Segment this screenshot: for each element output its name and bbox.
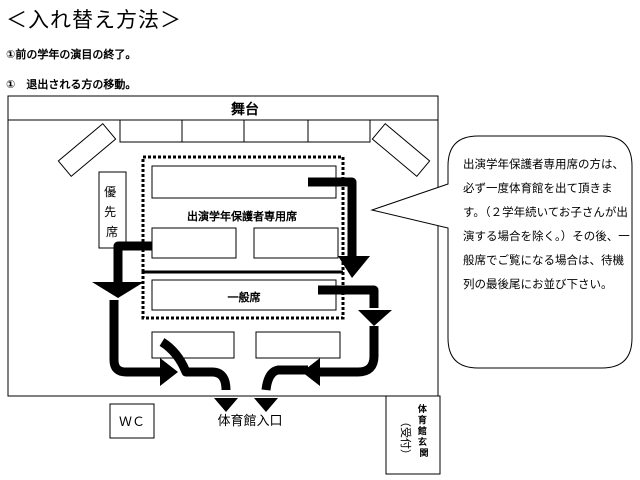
arrowhead-general-right: [358, 310, 392, 326]
stage-label: 舞台: [231, 101, 259, 118]
arrowhead-center-left: [214, 398, 238, 412]
stand-right: [371, 122, 431, 178]
seat-block-rear-right: [255, 331, 341, 359]
seat-block-right-2: [253, 227, 339, 259]
step-intro-text: ①前の学年の演目の終了。: [6, 48, 137, 61]
arrow-general-right-path: [318, 285, 379, 308]
stage-step-3: [243, 119, 309, 143]
page-title: ＜入れ替え方法＞: [6, 8, 182, 32]
performer-area-label: 出演学年保護者専用席: [187, 209, 297, 223]
seat-block-front: [151, 165, 337, 199]
arrowhead-right-loop: [302, 358, 320, 386]
callout-bubble: [370, 135, 633, 369]
seat-block-general: [151, 279, 337, 311]
arrow-center-right-path: [261, 365, 308, 391]
stage-step-4: [307, 119, 371, 143]
reception-label: （受付）: [399, 416, 412, 460]
reception-box: [385, 395, 441, 475]
priority-seat-box: [98, 171, 127, 249]
arrowhead-center-right: [254, 398, 278, 412]
arrow-left-loop-path: [109, 300, 162, 377]
entrance-label: 体育館入口: [217, 413, 282, 429]
priority-seat-label: 優 先 席: [104, 185, 120, 239]
general-area-label: 一般席: [228, 290, 261, 304]
arrowhead-left-loop: [160, 358, 178, 386]
stage-step-1: [119, 119, 183, 143]
arrow-right-loop-path: [318, 326, 379, 377]
arrow-center-left-path: [159, 338, 231, 391]
step-move-text: ① 退出される方の移動。: [6, 78, 137, 91]
arrowhead-right-front: [338, 256, 370, 278]
stage: [7, 95, 439, 121]
stage-step-2: [181, 119, 245, 143]
arrow-heads: [92, 256, 392, 412]
stand-left: [57, 122, 117, 178]
arrowhead-left-front: [92, 282, 144, 298]
arrow-left-front-path: [113, 241, 152, 282]
arrow-right-front-path: [308, 177, 357, 258]
general-area-border: [141, 270, 345, 320]
seat-block-left-2: [151, 227, 237, 259]
exit-arrows: [109, 177, 379, 391]
wc-box: [109, 403, 155, 439]
wc-label: ＷＣ: [119, 415, 145, 430]
callout-text: 出演学年保護者専用席の方は、必ず一度体育館を出て頂きます。（２学年続いてお子さん…: [463, 157, 630, 291]
gym-hall-label: 体 育 館 玄 関: [417, 403, 430, 459]
